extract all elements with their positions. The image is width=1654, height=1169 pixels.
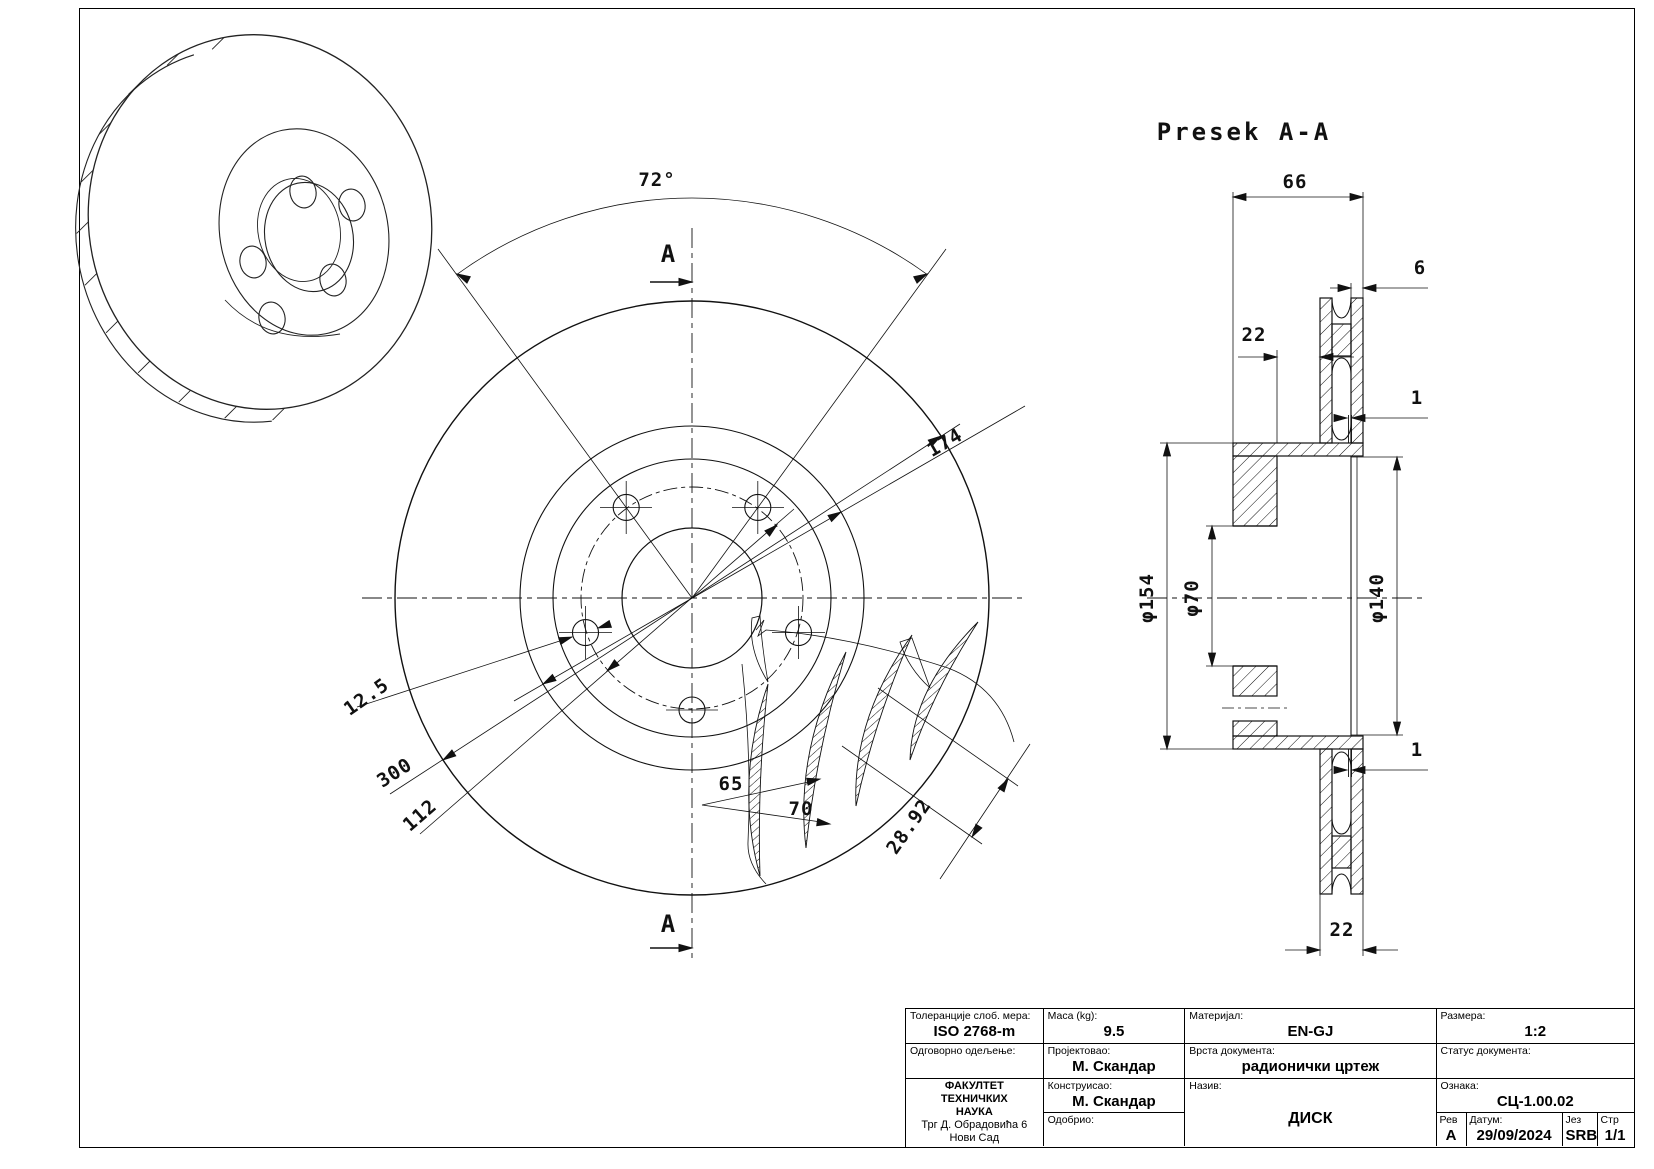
dim-112: 112 xyxy=(399,795,442,836)
tolerances-label: Толеранције слоб. мера: xyxy=(910,1010,1031,1022)
scale-label: Размера: xyxy=(1440,1010,1486,1022)
dim-6: 6 xyxy=(1414,257,1426,279)
doctype-cell: Врста документа: радионички цртеж xyxy=(1185,1044,1437,1079)
rev-label: Рев xyxy=(1439,1114,1458,1126)
dim-1-top: 1 xyxy=(1411,387,1423,409)
constructed-label: Конструисао: xyxy=(1047,1080,1113,1092)
page-value: 1/1 xyxy=(1604,1127,1626,1144)
designed-label: Пројектовао: xyxy=(1047,1045,1111,1057)
name-value: ДИСК xyxy=(1288,1110,1333,1127)
date-cell: Датум: 29/09/2024 xyxy=(1467,1113,1563,1146)
code-label: Ознака: xyxy=(1440,1080,1479,1092)
designed-cell: Пројектовао: М. Скандар xyxy=(1043,1044,1186,1079)
mass-label: Маса (kg): xyxy=(1047,1010,1098,1022)
lang-cell: Јез SRB xyxy=(1563,1113,1598,1146)
constructed-cell: Конструисао: М. Скандар xyxy=(1043,1079,1186,1113)
dim-22-top: 22 xyxy=(1242,324,1267,346)
section-marker-top: A xyxy=(661,240,676,268)
approved-cell: Одобрио: xyxy=(1044,1113,1186,1146)
name-label: Назив: xyxy=(1189,1080,1222,1092)
dim-70: 70 xyxy=(789,798,814,820)
section-title: Presek A-A xyxy=(1157,118,1332,146)
dim-65: 65 xyxy=(719,773,744,795)
material-cell: Материјал: EN-GJ xyxy=(1185,1009,1437,1044)
org-line4: Нови Сад xyxy=(949,1132,1000,1144)
code-value: СЦ-1.00.02 xyxy=(1496,1093,1574,1110)
department-label: Одговорно одељење: xyxy=(910,1045,1016,1057)
dim-phi140: φ140 xyxy=(1366,573,1388,623)
organization-cell: ФАКУЛТЕТ ТЕХНИЧКИХ НАУКА Трг Д. Обрадови… xyxy=(906,1079,1044,1146)
dim-1-bottom: 1 xyxy=(1411,739,1423,761)
page-cell: Стр 1/1 xyxy=(1598,1113,1633,1146)
dim-phi70: φ70 xyxy=(1181,579,1203,616)
iso-bolt-holes xyxy=(239,175,366,335)
page-label: Стр xyxy=(1600,1114,1619,1126)
section-dims xyxy=(1160,192,1428,956)
doctype-value: радионички цртеж xyxy=(1241,1058,1380,1075)
diameter-dims xyxy=(356,405,1026,835)
name-cell: Назив: ДИСК xyxy=(1185,1079,1437,1146)
mass-cell: Маса (kg): 9.5 xyxy=(1043,1009,1186,1044)
status-cell: Статус документа: xyxy=(1436,1044,1634,1079)
vane-pitch-dim xyxy=(841,687,1031,880)
org-line2: НАУКА xyxy=(955,1106,993,1118)
constructed-value: М. Скандар xyxy=(1072,1093,1156,1110)
dim-174: 174 xyxy=(923,424,966,462)
section-view: Presek A-A xyxy=(1136,118,1428,956)
material-label: Материјал: xyxy=(1189,1010,1244,1022)
scale-cell: Размера: 1:2 xyxy=(1436,1009,1634,1044)
material-value: EN-GJ xyxy=(1287,1023,1334,1040)
doctype-label: Врста документа: xyxy=(1189,1045,1275,1057)
tolerances-value: ISO 2768-m xyxy=(933,1023,1016,1040)
dim-12-5: 12.5 xyxy=(340,674,393,721)
iso-view xyxy=(75,34,433,423)
status-label: Статус документа: xyxy=(1440,1045,1531,1057)
dim-28-92: 28.92 xyxy=(882,795,936,859)
sheet-border xyxy=(79,8,1635,1148)
dim-300: 300 xyxy=(373,754,416,793)
dim-66: 66 xyxy=(1283,171,1308,193)
rev-value: А xyxy=(1445,1127,1457,1144)
date-value: 29/09/2024 xyxy=(1476,1127,1552,1144)
rev-cell: Рев А xyxy=(1437,1113,1467,1146)
vane-breakout xyxy=(741,615,1015,885)
scale-value: 1:2 xyxy=(1524,1023,1547,1040)
mass-value: 9.5 xyxy=(1103,1023,1125,1040)
lang-label: Јез xyxy=(1565,1114,1582,1126)
department-cell: Одговорно одељење: xyxy=(906,1044,1044,1079)
section-marker-bottom: A xyxy=(661,910,676,938)
vane-dims xyxy=(701,774,832,829)
org-line1: ФАКУЛТЕТ ТЕХНИЧКИХ xyxy=(940,1080,1008,1105)
title-block: Толеранције слоб. мера: ISO 2768-m Одгов… xyxy=(905,1008,1635,1148)
lang-value: SRB xyxy=(1565,1127,1598,1144)
org-line3: Трг Д. Обрадовића 6 xyxy=(921,1119,1028,1131)
dim-phi154: φ154 xyxy=(1136,573,1158,623)
dim-22-bottom: 22 xyxy=(1330,919,1355,941)
designed-value: М. Скандар xyxy=(1072,1058,1156,1075)
code-cell: Ознака: СЦ-1.00.02 xyxy=(1436,1079,1634,1113)
revision-row: Рев А Датум: 29/09/2024 Јез SRB Стр 1/1 xyxy=(1437,1113,1634,1146)
tolerances-cell: Толеранције слоб. мера: ISO 2768-m xyxy=(906,1009,1044,1044)
dim-72deg: 72° xyxy=(638,169,675,191)
date-label: Датум: xyxy=(1469,1114,1503,1126)
front-view: 72° A A 174 12.5 300 112 65 70 28.92 xyxy=(340,169,1031,962)
approved-label: Одобрио: xyxy=(1047,1114,1095,1126)
